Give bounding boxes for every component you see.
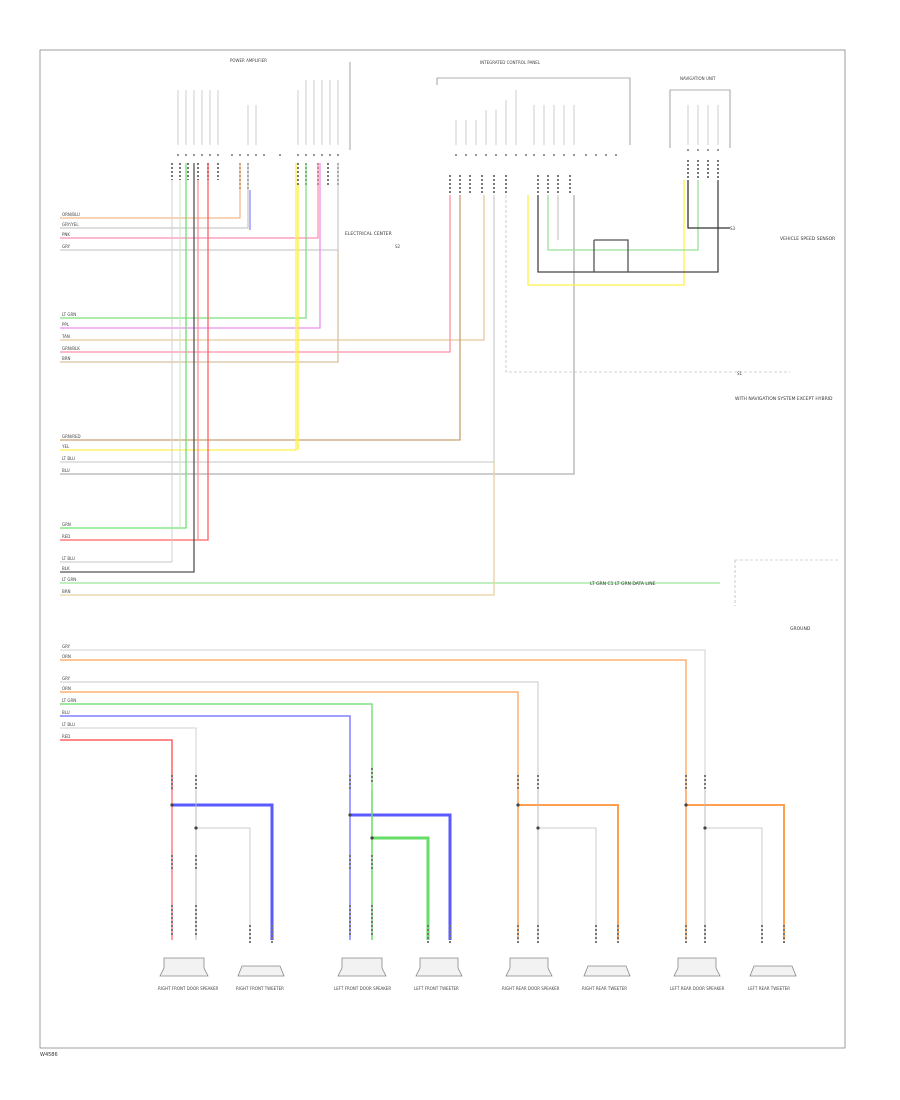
- wire-label: LT GRN: [62, 698, 76, 703]
- speaker-lr-door: [673, 957, 721, 977]
- speaker-rf-door: [159, 957, 209, 977]
- wire-label: LT BLU: [62, 556, 75, 561]
- wire-label: BLU: [62, 710, 70, 715]
- speaker-name-1: RIGHT FRONT TWEETER: [236, 986, 284, 991]
- pin-ticks: [177, 80, 719, 145]
- splice-s3-label: S3: [730, 226, 736, 231]
- wire-label: YEL: [61, 444, 70, 449]
- wire-label: GRY/YEL: [62, 222, 79, 227]
- connector-brackets: [349, 62, 731, 150]
- wire-label: LT BLU: [62, 722, 75, 727]
- wire-label: BLK: [62, 566, 70, 571]
- speaker-name-5: RIGHT REAR TWEETER: [582, 986, 627, 991]
- speaker-symbols: [159, 957, 797, 977]
- pin-dots: [177, 149, 719, 156]
- wire-label: PNK: [62, 232, 70, 237]
- speaker-lf-door: [337, 957, 387, 977]
- splice-s1-label: S1: [737, 371, 743, 376]
- vehicle-speed-label: VEHICLE SPEED SENSOR: [780, 236, 835, 242]
- wire-label: BLU: [62, 468, 70, 473]
- electrical-center-label: ELECTRICAL CENTER: [345, 231, 392, 237]
- diagram-border: [39, 49, 846, 1049]
- wire-group-4: [60, 163, 209, 541]
- navigation-unit-label: NAVIGATION UNIT: [680, 76, 716, 81]
- speaker-rr-tweeter: [583, 965, 631, 977]
- wire-label: ORN: [62, 654, 71, 659]
- lr-speaker-wiring: [685, 790, 785, 940]
- dashed-lines: [505, 195, 840, 606]
- wire-label: GRY: [62, 644, 71, 649]
- wire-label: GRN: [62, 522, 71, 527]
- wire-label: BRN: [62, 356, 71, 361]
- speaker-name-2: LEFT FRONT DOOR SPEAKER: [334, 986, 391, 991]
- wire-label: LT BLU: [62, 456, 75, 461]
- splice-s2-label: S2: [395, 244, 401, 249]
- wire-label: GRN/BLK: [62, 346, 80, 351]
- wire-label: LT GRN: [62, 577, 76, 582]
- speaker-feed-wires: [60, 649, 706, 790]
- data-line-text: LT GRN C1 LT GRN DATA LINE: [590, 581, 656, 587]
- wire-group-1: [60, 163, 339, 251]
- lf-speaker-wiring: [349, 790, 452, 940]
- footer-code: W4586: [40, 1052, 58, 1058]
- control-panel-label: INTEGRATED CONTROL PANEL: [480, 60, 541, 65]
- wire-label: BRN: [62, 589, 71, 594]
- speaker-rf-tweeter: [237, 965, 285, 977]
- power-amplifier-label: POWER AMPLIFIER: [230, 58, 267, 63]
- wire-label: TAN: [61, 334, 70, 339]
- wire-label: RED: [62, 734, 70, 739]
- speaker-name-4: RIGHT REAR DOOR SPEAKER: [502, 986, 560, 991]
- wire-label: LT GRN: [62, 312, 76, 317]
- speaker-rr-door: [505, 957, 553, 977]
- connector-stubs: [171, 160, 719, 195]
- rr-speaker-wiring: [517, 790, 619, 940]
- wire-group-5: [60, 163, 720, 596]
- speaker-name-3: LEFT FRONT TWEETER: [414, 986, 459, 991]
- wire-label: ORN/BLU: [62, 212, 80, 217]
- wire-label: ORN: [62, 686, 71, 691]
- ground-label: GROUND: [790, 626, 811, 632]
- left-wire-labels: ORN/BLU GRY/YEL PNK GRY LT GRN PPL TAN G…: [61, 212, 81, 739]
- right-note-text: WITH NAVIGATION SYSTEM EXCEPT HYBRID: [735, 396, 833, 402]
- wire-label: PPL: [62, 322, 70, 327]
- control-panel-wiring: [527, 180, 730, 286]
- speaker-name-0: RIGHT FRONT DOOR SPEAKER: [158, 986, 219, 991]
- speaker-splice-dots: [170, 803, 707, 840]
- speaker-connector-stubs: [171, 768, 785, 945]
- speaker-lr-tweeter: [749, 965, 797, 977]
- wire-label: GRY: [62, 676, 71, 681]
- speaker-lf-tweeter: [415, 957, 463, 977]
- wire-label: GRY: [62, 244, 71, 249]
- wire-group-2: [60, 163, 485, 363]
- wire-label: GRN/RED: [62, 434, 81, 439]
- speaker-name-7: LEFT REAR TWEETER: [748, 986, 790, 991]
- wire-label: RED: [62, 534, 70, 539]
- rf-speaker-wiring: [171, 790, 274, 940]
- speaker-name-6: LEFT REAR DOOR SPEAKER: [670, 986, 725, 991]
